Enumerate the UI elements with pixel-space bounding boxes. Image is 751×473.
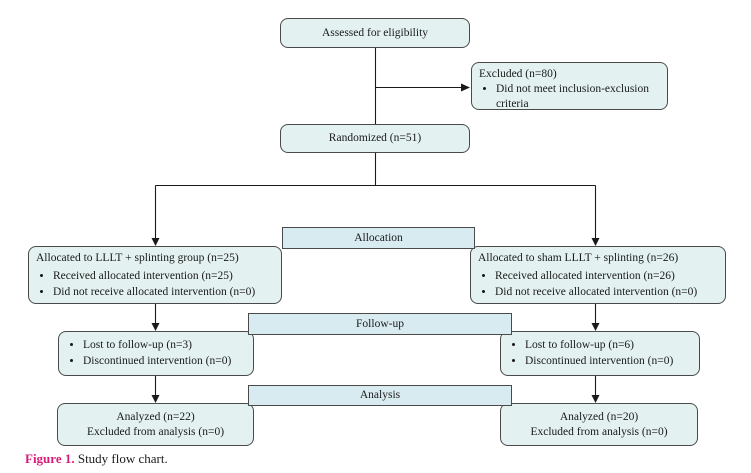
left-analysis-line-1: Analyzed (n=22) bbox=[116, 411, 195, 424]
bullet-item: Did not receive allocated intervention (… bbox=[495, 285, 719, 299]
right-analysis-box: Analyzed (n=20) Excluded from analysis (… bbox=[500, 403, 698, 446]
bullet-item: Discontinued intervention (n=0) bbox=[525, 354, 693, 368]
analysis-band: Analysis bbox=[248, 385, 512, 406]
right-allocation-box: Allocated to sham LLLT + splinting (n=26… bbox=[470, 246, 726, 304]
arrowhead-left-followup bbox=[151, 323, 160, 331]
excluded-bullets: Did not meet inclusion-exclusion criteri… bbox=[472, 82, 667, 111]
assessed-label: Assessed for eligibility bbox=[321, 26, 429, 39]
assessed-box: Assessed for eligibility bbox=[280, 18, 470, 48]
figure-caption-text: Study flow chart. bbox=[74, 451, 168, 466]
allocation-band-label: Allocation bbox=[354, 231, 403, 244]
followup-band: Follow-up bbox=[248, 313, 512, 335]
analysis-band-label: Analysis bbox=[359, 389, 401, 402]
bullet-item: Received allocated intervention (n=25) bbox=[53, 269, 275, 283]
excluded-box: Excluded (n=80) Did not meet inclusion-e… bbox=[471, 62, 668, 110]
excluded-title: Excluded (n=80) bbox=[479, 68, 557, 80]
right-analysis-line-2: Excluded from analysis (n=0) bbox=[530, 425, 668, 438]
allocation-band: Allocation bbox=[282, 227, 475, 249]
arrowhead-left-allocation bbox=[151, 238, 160, 246]
arrowhead-right-allocation bbox=[591, 238, 600, 246]
figure-caption: Figure 1. Study flow chart. bbox=[25, 451, 168, 467]
figure-caption-label: Figure 1. bbox=[25, 451, 75, 466]
randomized-label: Randomized (n=51) bbox=[328, 132, 422, 145]
arrowhead-excluded bbox=[461, 83, 470, 92]
left-allocation-bullets: Received allocated intervention (n=25) D… bbox=[29, 269, 281, 299]
right-allocation-bullets: Received allocated intervention (n=26) D… bbox=[471, 269, 725, 299]
right-followup-bullets: Lost to follow-up (n=6) Discontinued int… bbox=[501, 338, 699, 369]
left-followup-bullets: Lost to follow-up (n=3) Discontinued int… bbox=[59, 338, 253, 369]
randomized-box: Randomized (n=51) bbox=[280, 124, 470, 153]
bullet-item: Lost to follow-up (n=6) bbox=[525, 338, 693, 352]
left-analysis-line-2: Excluded from analysis (n=0) bbox=[86, 425, 225, 438]
bullet-item: Discontinued intervention (n=0) bbox=[83, 354, 247, 368]
arrowhead-right-followup bbox=[591, 323, 600, 331]
right-followup-box: Lost to follow-up (n=6) Discontinued int… bbox=[500, 331, 700, 376]
arrowhead-left-analysis bbox=[151, 395, 160, 403]
bullet-item: Did not meet inclusion-exclusion criteri… bbox=[496, 82, 661, 111]
left-allocation-title: Allocated to LLLT + splinting group (n=2… bbox=[36, 252, 239, 264]
left-followup-box: Lost to follow-up (n=3) Discontinued int… bbox=[58, 331, 254, 376]
bullet-item: Lost to follow-up (n=3) bbox=[83, 338, 247, 352]
left-allocation-box: Allocated to LLLT + splinting group (n=2… bbox=[28, 246, 282, 304]
left-analysis-box: Analyzed (n=22) Excluded from analysis (… bbox=[57, 403, 254, 446]
bullet-item: Received allocated intervention (n=26) bbox=[495, 269, 719, 283]
right-allocation-title: Allocated to sham LLLT + splinting (n=26… bbox=[478, 252, 679, 264]
bullet-item: Did not receive allocated intervention (… bbox=[53, 285, 275, 299]
arrowhead-right-analysis bbox=[591, 395, 600, 403]
right-analysis-line-1: Analyzed (n=20) bbox=[559, 411, 639, 424]
followup-band-label: Follow-up bbox=[356, 317, 404, 330]
